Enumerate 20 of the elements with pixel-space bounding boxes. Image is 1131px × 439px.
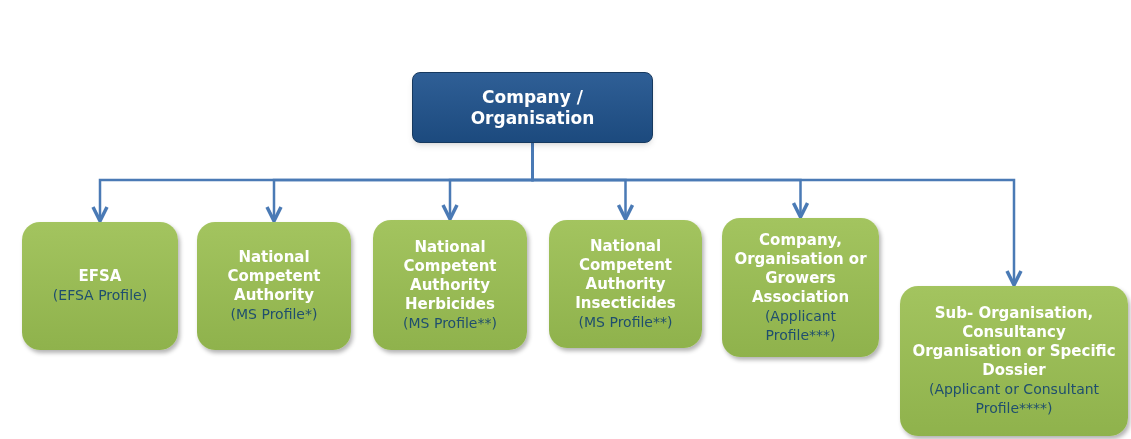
box-heading: Company, Organisation or Growers Association bbox=[733, 230, 868, 307]
organisation-box bbox=[412, 72, 653, 143]
box-subtitle: (MS Profile**) bbox=[403, 313, 497, 333]
box-subtitle: (Applicant Profile***) bbox=[763, 306, 838, 345]
box-heading: EFSA bbox=[78, 267, 122, 286]
profile-box bbox=[22, 222, 178, 350]
profile-box bbox=[197, 222, 351, 350]
profile-box bbox=[900, 286, 1128, 436]
profile-box bbox=[373, 220, 527, 350]
profile-box bbox=[722, 218, 879, 357]
box-heading: Company / Organisation bbox=[469, 86, 596, 129]
box-subtitle: (Applicant or Consultant Profile****) bbox=[927, 380, 1101, 418]
box-heading: National Competent Authority bbox=[226, 248, 322, 305]
box-subtitle: (EFSA Profile) bbox=[52, 286, 148, 305]
profile-box bbox=[549, 220, 702, 348]
box-subtitle: (MS Profile**) bbox=[578, 312, 673, 332]
box-heading: National Competent Authority Insecticides bbox=[574, 236, 677, 313]
box-heading: National Competent Authority Herbicides bbox=[402, 237, 498, 314]
box-subtitle: (MS Profile*) bbox=[230, 305, 318, 324]
box-heading: Sub- Organisation, Consultancy Organisation or Specific Dossier bbox=[911, 304, 1117, 380]
